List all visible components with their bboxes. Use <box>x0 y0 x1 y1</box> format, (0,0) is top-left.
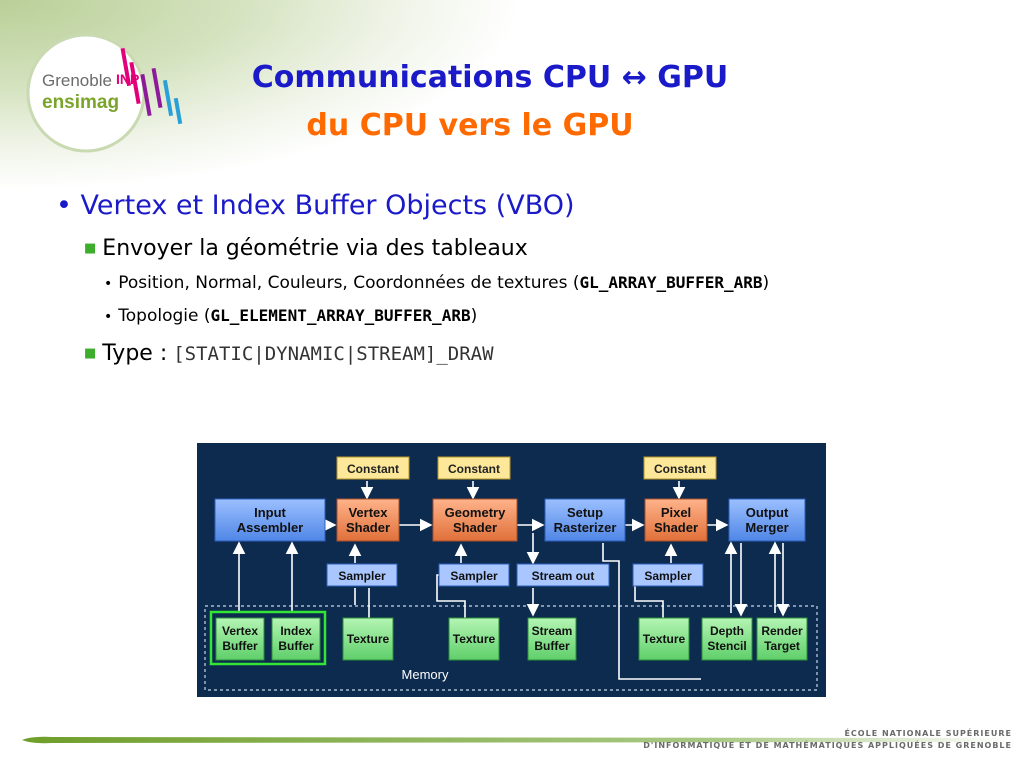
geometry-shader-line1: Geometry <box>445 505 506 520</box>
bullet-level3-attributes: • Position, Normal, Couleurs, Coordonnées… <box>104 273 769 293</box>
slide-subtitle: du CPU vers le GPU <box>306 108 634 143</box>
pixel-shader-line2: Shader <box>654 520 698 535</box>
stream-buffer-line1: Stream <box>532 624 573 638</box>
sampler-vs-label: Sampler <box>338 569 386 583</box>
paren-close: ) <box>470 306 478 326</box>
bullet-type-text: Type : <box>102 341 168 366</box>
gpu-pipeline-diagram: Memory Constant Constant Constant Input <box>197 443 826 697</box>
code-array-buffer: GL_ARRAY_BUFFER_ARB <box>579 273 763 292</box>
paren-close: ) <box>762 273 770 293</box>
bullet-level3-topology: • Topologie (GL_ELEMENT_ARRAY_BUFFER_ARB) <box>104 306 477 326</box>
geometry-shader-line2: Shader <box>453 520 497 535</box>
footer-bar <box>22 736 1012 744</box>
code-element-array-buffer: GL_ELEMENT_ARRAY_BUFFER_ARB <box>210 306 471 325</box>
depth-stencil-line2: Stencil <box>707 639 746 653</box>
bullet-dot: • <box>104 276 113 292</box>
texture-vs-label: Texture <box>347 632 390 646</box>
square-bullet-icon: ■ <box>84 241 97 256</box>
stream-out-label: Stream out <box>532 569 595 583</box>
bullet-level1: • Vertex et Index Buffer Objects (VBO) <box>56 190 575 221</box>
output-merger-line2: Merger <box>745 520 788 535</box>
render-target-line1: Render <box>761 624 803 638</box>
texture-gs-label: Texture <box>453 632 496 646</box>
render-target-line2: Target <box>764 639 800 653</box>
logo-ensimag: ensimag <box>42 92 119 113</box>
slide-title: Communications CPU ↔ GPU <box>251 60 729 95</box>
index-buffer-line2: Buffer <box>278 639 314 653</box>
bullet-level2-geometry: ■ Envoyer la géométrie via des tableaux <box>84 236 528 261</box>
sampler-ps-label: Sampler <box>644 569 692 583</box>
bullet-topology-text: Topologie ( <box>118 306 211 326</box>
constant-gs-label: Constant <box>448 462 500 476</box>
school-name-line1: ÉCOLE NATIONALE SUPÉRIEURE <box>844 729 1012 738</box>
index-buffer-line1: Index <box>280 624 312 638</box>
vertex-shader-line1: Vertex <box>348 505 388 520</box>
grenoble-inp-ensimag-logo: Grenoble INP ensimag <box>26 33 183 153</box>
bullet-geometry-text: Envoyer la géométrie via des tableaux <box>102 236 528 261</box>
bullet-level2-type: ■ Type :[STATIC|DYNAMIC|STREAM]_DRAW <box>84 341 494 366</box>
setup-rasterizer-line1: Setup <box>567 505 603 520</box>
vertex-buffer-line1: Vertex <box>222 624 258 638</box>
output-merger-line1: Output <box>746 505 789 520</box>
constant-vs-label: Constant <box>347 462 399 476</box>
bullet-dot: • <box>104 309 113 325</box>
memory-label: Memory <box>402 667 449 682</box>
code-draw-usage: [STATIC|DYNAMIC|STREAM]_DRAW <box>173 343 494 365</box>
bullet-dot: • <box>56 190 81 221</box>
pixel-shader-line1: Pixel <box>661 505 691 520</box>
vbo-highlight <box>209 610 327 666</box>
bullet-vbo-text: Vertex et Index Buffer Objects (VBO) <box>80 190 575 221</box>
logo-grenoble: Grenoble <box>42 71 112 90</box>
texture-ps-label: Texture <box>643 632 686 646</box>
school-name: ÉCOLE NATIONALE SUPÉRIEURE D'INFORMATIQU… <box>643 728 1012 752</box>
stream-buffer-line2: Buffer <box>534 639 570 653</box>
vertex-buffer-line2: Buffer <box>222 639 258 653</box>
sampler-gs-label: Sampler <box>450 569 498 583</box>
bullet-attributes-text: Position, Normal, Couleurs, Coordonnées … <box>118 273 580 293</box>
constant-ps-label: Constant <box>654 462 706 476</box>
vertex-shader-line2: Shader <box>346 520 390 535</box>
square-bullet-icon: ■ <box>84 346 97 361</box>
setup-rasterizer-line2: Rasterizer <box>554 520 617 535</box>
memory-region <box>204 605 818 691</box>
input-assembler-line1: Input <box>254 505 286 520</box>
school-name-line2: D'INFORMATIQUE ET DE MATHÉMATIQUES APPLI… <box>643 741 1012 750</box>
depth-stencil-line1: Depth <box>710 624 744 638</box>
input-assembler-line2: Assembler <box>237 520 303 535</box>
